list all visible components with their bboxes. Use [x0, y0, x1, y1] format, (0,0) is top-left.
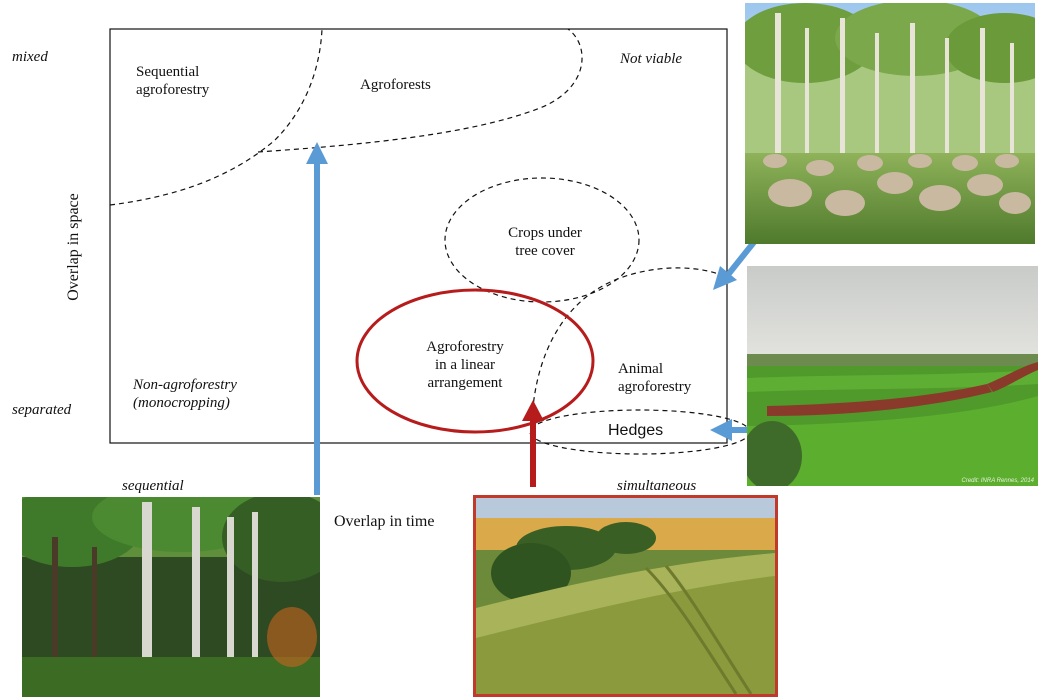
animal-agroforestry-boundary — [531, 267, 728, 421]
x-axis-title: Overlap in time — [334, 513, 435, 530]
hedgerow-photo-credit: Credit: INRA Rennes, 2014 — [961, 478, 1034, 484]
non-agroforestry-label: Non-agroforestry (monocropping) — [133, 377, 237, 411]
hedgerow-fields-photo: Credit: INRA Rennes, 2014 — [747, 266, 1038, 486]
tropical-forest-photo — [22, 497, 320, 697]
y-axis-top-label: mixed — [12, 49, 48, 65]
arrow-field-to-linear-agroforestry — [522, 400, 544, 487]
x-axis-left-label: sequential — [122, 478, 184, 494]
linear-agroforestry-highlight — [355, 288, 595, 434]
crop-field-tree-lines-photo — [473, 495, 778, 697]
y-axis-title: Overlap in space — [64, 193, 82, 301]
animal-agroforestry-label: Animal agroforestry — [618, 361, 692, 395]
sequential-agroforestry-boundary — [109, 28, 323, 206]
not-viable-label: Not viable — [620, 51, 683, 67]
x-axis-right-label: simultaneous — [617, 478, 697, 494]
hedges-label: Hedges — [608, 422, 664, 439]
agroforests-boundary — [257, 28, 583, 153]
y-axis-bottom-label: separated — [12, 402, 72, 418]
diagram-frame — [109, 28, 728, 444]
sheep-grazing-photo — [745, 3, 1035, 244]
linear-agroforestry-label: Agroforestry in a linear arrangement — [426, 339, 504, 391]
sequential-agroforestry-label: Sequential agroforestry — [136, 64, 210, 98]
arrow-forest-to-agroforests — [306, 142, 328, 495]
agroforests-label: Agroforests — [360, 77, 431, 93]
crops-under-tree-cover-label: Crops under tree cover — [508, 225, 582, 259]
